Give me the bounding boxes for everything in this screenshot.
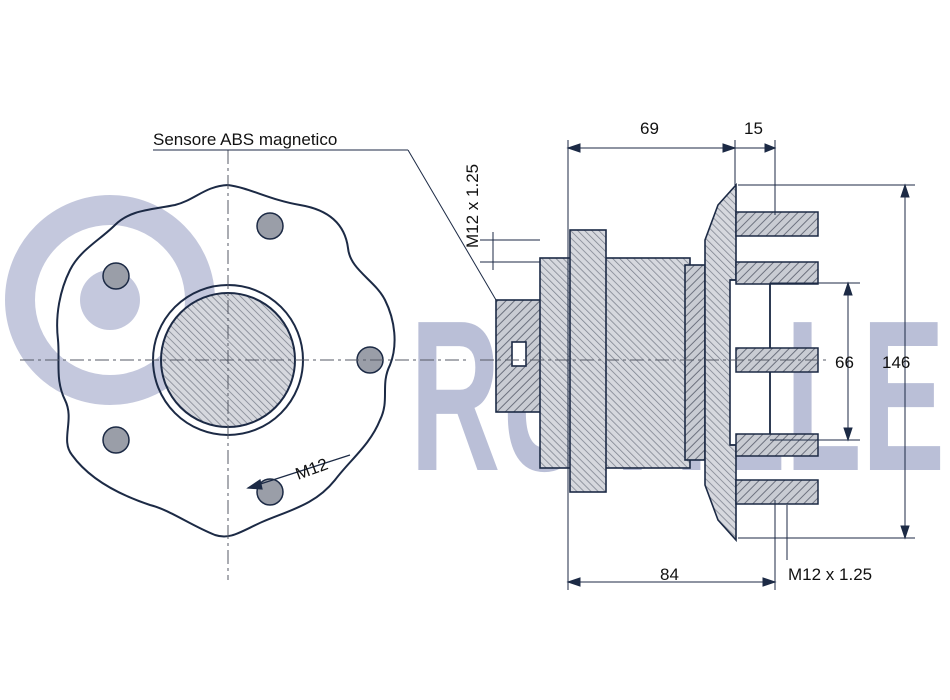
flange-front-view <box>56 183 396 538</box>
wheel-stud <box>735 261 819 285</box>
dim-146-label: 146 <box>882 353 910 372</box>
dim-15-label: 15 <box>744 119 763 138</box>
wheel-stud <box>735 211 819 237</box>
front-view-centerlines <box>20 150 470 580</box>
sensor-leader <box>407 149 497 301</box>
dim-69-label: 69 <box>640 119 659 138</box>
dim-66-label: 66 <box>835 353 854 372</box>
sensor-thread-dim <box>480 232 540 270</box>
bolt-hole-label: M12 <box>293 455 331 484</box>
sensor-thread-label: M12 x 1.25 <box>463 164 482 248</box>
stud-thread-label: M12 x 1.25 <box>788 565 872 584</box>
bolt-hole <box>102 262 130 290</box>
bolt-hole <box>256 478 284 506</box>
bolt-hole <box>256 212 284 240</box>
bolt-hole <box>102 426 130 454</box>
wheel-stud <box>735 479 819 505</box>
bolt-hole-leader <box>246 454 351 490</box>
wheel-stud <box>735 433 819 457</box>
dim-84-label: 84 <box>660 565 679 584</box>
sensor-label: Sensore ABS magnetico <box>153 130 337 149</box>
dimension-lines <box>566 140 915 590</box>
